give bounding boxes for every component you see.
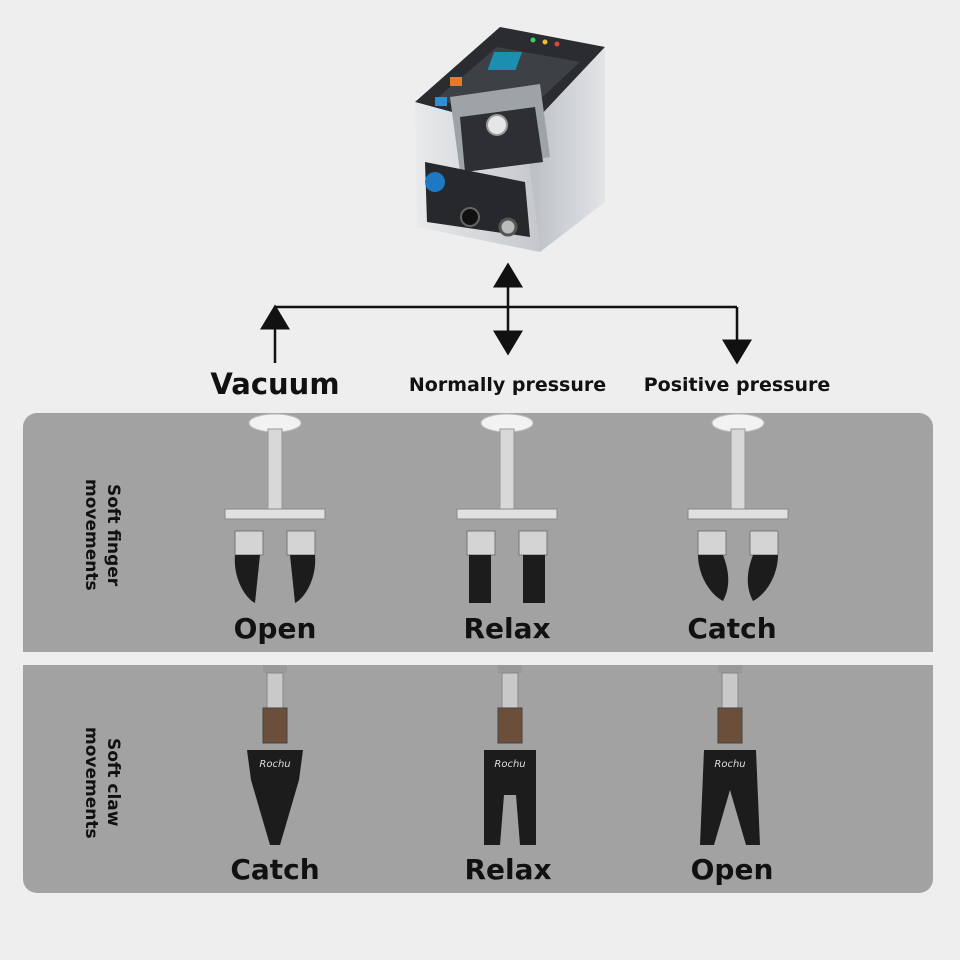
mode-label-vacuum: Vacuum: [210, 367, 340, 401]
soft-claw-panel: [23, 665, 933, 893]
soft-claw-relax-icon: Rochu: [484, 665, 536, 845]
soft-claw-catch-icon: Rochu: [247, 665, 303, 845]
svg-text:Rochu: Rochu: [494, 759, 525, 770]
claw-row-title: Soft claw movements: [81, 726, 123, 839]
soft-finger-open-icon: [224, 413, 326, 603]
soft-finger-relax-icon: [456, 413, 558, 603]
finger-state-open: Open: [233, 612, 317, 645]
finger-state-catch: Catch: [687, 612, 777, 645]
soft-claw-open-icon: Rochu: [700, 665, 760, 845]
finger-state-relax: Relax: [463, 612, 551, 645]
controller-device-image: [415, 27, 605, 252]
finger-row-title: Soft finger movements: [81, 479, 123, 591]
svg-text:Rochu: Rochu: [259, 759, 290, 770]
pressure-flow-diagram: [260, 262, 752, 365]
claw-state-open: Open: [690, 853, 774, 886]
soft-finger-catch-icon: [687, 413, 789, 601]
claw-state-relax: Relax: [464, 853, 552, 886]
mode-label-positive: Positive pressure: [643, 374, 831, 396]
svg-text:Rochu: Rochu: [714, 759, 745, 770]
mode-label-normal: Normally pressure: [408, 374, 607, 396]
claw-state-catch: Catch: [230, 853, 320, 886]
